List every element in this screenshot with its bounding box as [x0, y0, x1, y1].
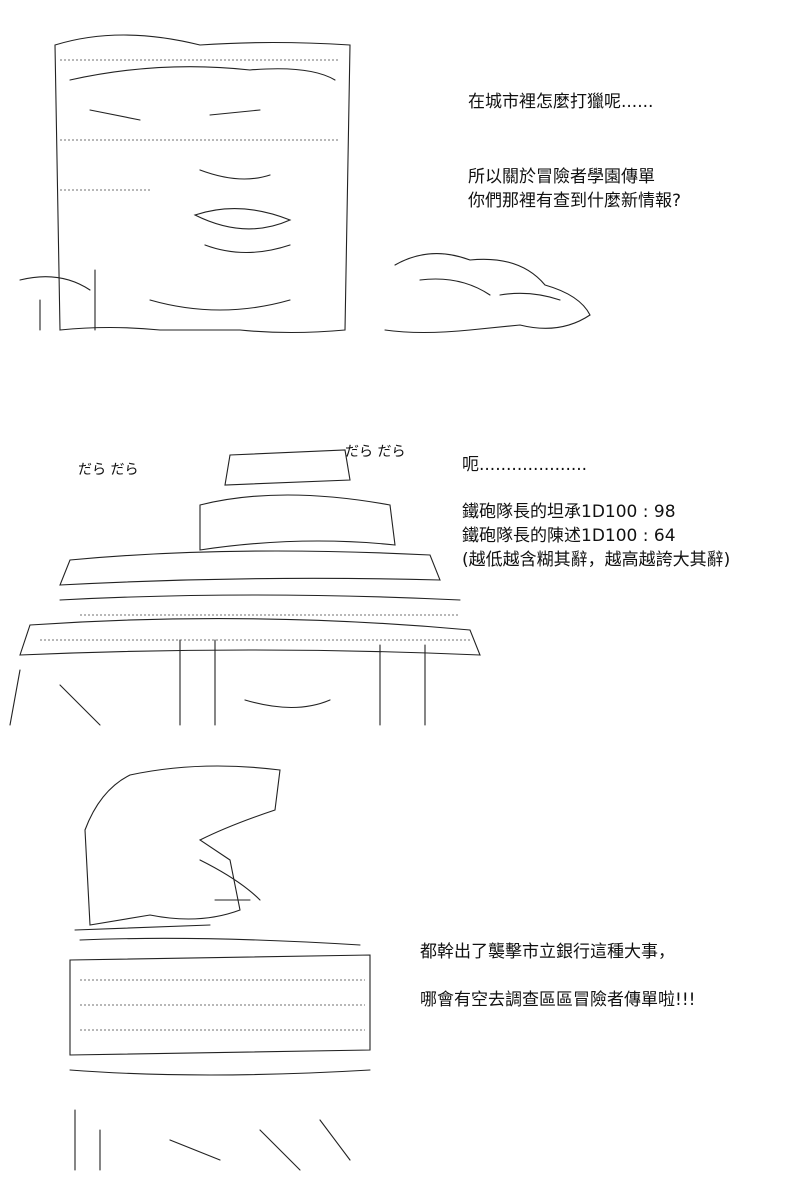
dialogue-line-1: 都幹出了襲擊市立銀行這種大事， — [420, 942, 675, 962]
dialogue-line-3: 鐵砲隊長的陳述1D100 : 64 — [462, 526, 676, 546]
ascii-art-face-figure — [19, 34, 591, 334]
panel-1: 在城市裡怎麼打獵呢...... 所以關於冒險者學園傳單 你們那裡有查到什麼新情報… — [0, 0, 800, 360]
dialogue-line-1: 在城市裡怎麼打獵呢...... — [468, 92, 654, 112]
panel-2: だら だら だら だら 呃.................... 鐵砲隊長的坦… — [0, 385, 800, 745]
dialogue-line-2: 所以關於冒險者學園傳單 — [468, 167, 655, 187]
sfx-sweat-left: だら だら — [78, 462, 139, 478]
ascii-art-shouting-figure — [69, 765, 371, 1171]
dialogue-line-3: 你們那裡有查到什麼新情報? — [468, 191, 682, 211]
dialogue-line-2: 哪會有空去調查區區冒險者傳單啦!!! — [420, 990, 696, 1010]
panel-3: 都幹出了襲擊市立銀行這種大事， 哪會有空去調查區區冒險者傳單啦!!! — [0, 750, 800, 1200]
dialogue-line-1: 呃.................... — [462, 455, 588, 475]
ascii-art-helmeted-figure — [9, 449, 481, 726]
dialogue-line-4: (越低越含糊其辭，越高越誇大其辭) — [462, 550, 731, 570]
dialogue-line-2: 鐵砲隊長的坦承1D100 : 98 — [462, 502, 676, 522]
sfx-sweat-right: だら だら — [345, 444, 406, 460]
